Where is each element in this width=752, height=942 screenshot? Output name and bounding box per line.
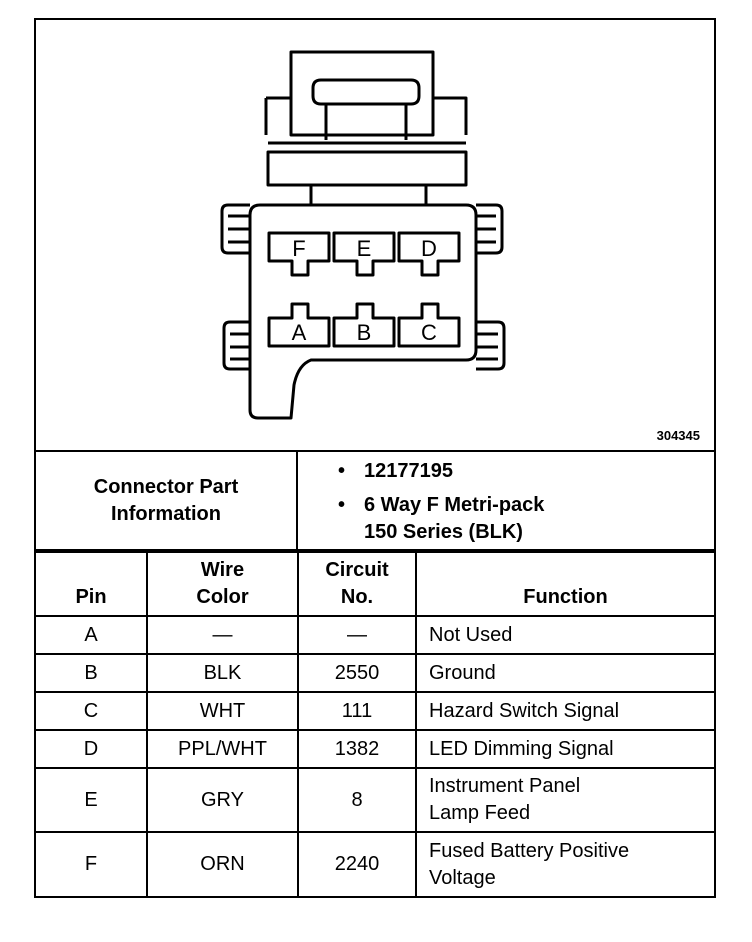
description-line2: 150 Series (BLK) [364,521,523,543]
pin-cell: B [36,653,148,693]
wire-color-cell: GRY [146,767,299,833]
bullet-icon: • [338,494,346,516]
function-line: Lamp Feed [429,802,531,824]
wire-color-cell: BLK [146,653,299,693]
function-line: Not Used [429,623,513,646]
wire-color-cell: — [146,615,299,655]
function-cell: LED Dimming Signal [415,729,714,769]
function-line: Hazard Switch Signal [429,699,620,722]
pin-cell: F [36,831,148,896]
header-pin: Pin [36,551,148,617]
function-line: Instrument Panel [429,775,581,797]
circuit-cell: 8 [297,767,417,833]
pin-label-a: A [292,320,307,345]
function-cell: Ground [415,653,714,693]
connector-drawing: F E D A B C [220,50,506,420]
pin-label-e: E [357,236,372,261]
pin-cell: E [36,767,148,833]
connector-sheet: F E D A B C 304345 Connector Part Inform… [34,18,716,898]
connector-diagram: F E D A B C 304345 [36,20,714,450]
pin-cell: C [36,691,148,731]
wire-color-cell: ORN [146,831,299,896]
wire-color-cell: PPL/WHT [146,729,299,769]
pin-table: Pin Wire Color Circuit No. Function A——N… [36,551,714,896]
bullet-icon: • [338,460,346,482]
figure-id: 304345 [656,428,700,443]
header-wire-color: Wire Color [146,551,299,617]
connector-info-label-line2: Information [111,502,221,525]
circuit-cell: 2550 [297,653,417,693]
wire-color-cell: WHT [146,691,299,731]
pin-cell: A [36,615,148,655]
connector-info-details: • 12177195 • 6 Way F Metri-pack 150 Seri… [298,452,714,549]
pin-label-c: C [421,320,437,345]
function-line: Voltage [429,866,496,889]
table-row: A——Not Used [36,615,714,655]
function-line: Ground [429,661,496,684]
connector-info-section: Connector Part Information • 12177195 • … [36,450,714,551]
description-line1: 6 Way F Metri-pack [364,494,545,516]
header-function: Function [415,551,714,617]
pin-label-d: D [421,236,437,261]
function-line: Fused Battery Positive [429,839,630,862]
connector-info-label-line1: Connector Part [93,475,239,498]
part-number: 12177195 [364,460,453,482]
pin-label-f: F [292,236,305,261]
pin-cell: D [36,729,148,769]
connector-info-label: Connector Part Information [36,452,298,549]
circuit-cell: 1382 [297,729,417,769]
circuit-cell: — [297,615,417,655]
function-cell: Not Used [415,615,714,655]
function-line: LED Dimming Signal [429,737,614,760]
pin-table-header: Pin Wire Color Circuit No. Function [36,551,714,617]
circuit-cell: 2240 [297,831,417,896]
circuit-cell: 111 [297,691,417,731]
header-circuit-no: Circuit No. [297,551,417,617]
function-cell: Hazard Switch Signal [415,691,714,731]
pin-label-b: B [357,320,372,345]
